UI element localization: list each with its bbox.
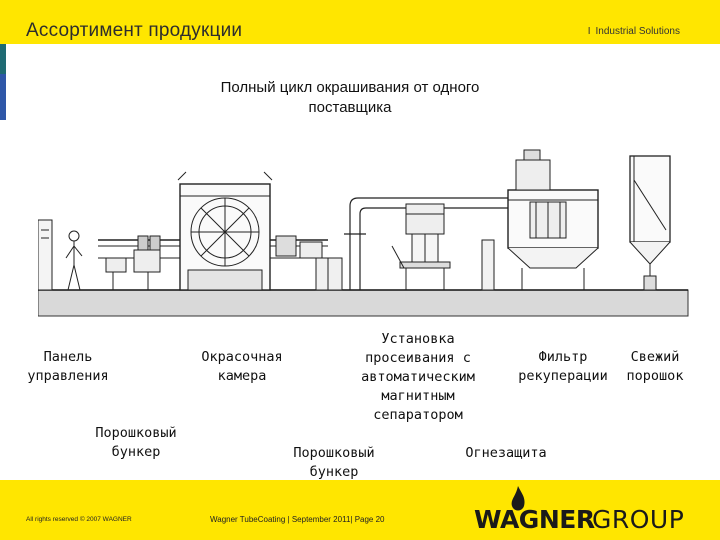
floor-platform	[38, 289, 689, 317]
sieving-unit	[391, 203, 451, 290]
label-line: камера	[217, 368, 267, 384]
footer-bar	[0, 480, 720, 540]
side-accent-strip	[0, 44, 6, 120]
label-line: рекуперации	[518, 368, 608, 384]
label-line: магнитным	[381, 388, 455, 404]
label-recovery-filter: Фильтр рекуперации	[510, 348, 616, 386]
label-line: управления	[27, 368, 109, 384]
spray-booth	[177, 171, 273, 291]
label-line: бункер	[111, 444, 161, 460]
label-line: порошок	[626, 368, 684, 384]
label-line: Свежий	[630, 349, 680, 365]
coating-line-diagram	[38, 149, 689, 317]
slide-heading-line: поставщика	[308, 99, 392, 116]
slide-title: Ассортимент продукции	[26, 20, 243, 41]
wagner-flame-icon	[511, 486, 525, 511]
recovery-filter	[507, 149, 599, 290]
label-line: сепаратором	[373, 407, 463, 423]
footer-info: Wagner TubeCoating | September 2011| Pag…	[210, 515, 385, 524]
logo-group-text: GROUP	[592, 505, 685, 534]
operator-figure-icon	[65, 230, 83, 291]
label-line: Окрасочная	[201, 349, 283, 365]
logo-wagner-text: WAGNER	[474, 505, 595, 534]
label-line: автоматическим	[361, 369, 475, 385]
label-line: Фильтр	[538, 349, 588, 365]
label-line: бункер	[309, 464, 359, 480]
label-control-panel: Панель управления	[20, 348, 116, 386]
label-line: Порошковый	[95, 425, 177, 441]
wagner-group-logo: WAGNER GROUP	[474, 486, 714, 536]
copyright-text: All rights reserved © 2007 WAGNER	[26, 516, 132, 523]
exhaust-duct	[344, 197, 508, 290]
header-bar	[0, 0, 720, 44]
label-line: Панель	[43, 349, 93, 365]
brand-tag-text: Industrial Solutions	[595, 26, 681, 37]
label-fresh-powder: Свежий порошок	[618, 348, 692, 386]
brand-tag: I Industrial Solutions	[588, 26, 680, 37]
label-fire-protection: Огнезащита	[465, 445, 547, 461]
powder-hopper-cabinet	[481, 239, 495, 291]
slide-heading-line: Полный цикл окрашивания от одного	[220, 79, 480, 96]
fresh-powder-silo	[629, 155, 671, 291]
label-powder-hopper-left: Порошковый бункер	[84, 424, 188, 462]
label-sieving-unit: Установка просеивания с автоматическим м…	[348, 330, 488, 425]
brand-tag-separator: I	[587, 26, 591, 37]
label-spray-booth: Окрасочная камера	[190, 348, 294, 386]
label-line: Порошковый	[293, 445, 375, 461]
label-line: просеивания с	[365, 350, 471, 366]
label-powder-hopper-mid: Порошковый бункер	[280, 444, 388, 482]
booth-side-equipment	[275, 235, 343, 291]
slide-heading: Полный цикл окрашивания от одного постав…	[150, 78, 550, 118]
label-line: Установка	[381, 331, 455, 347]
